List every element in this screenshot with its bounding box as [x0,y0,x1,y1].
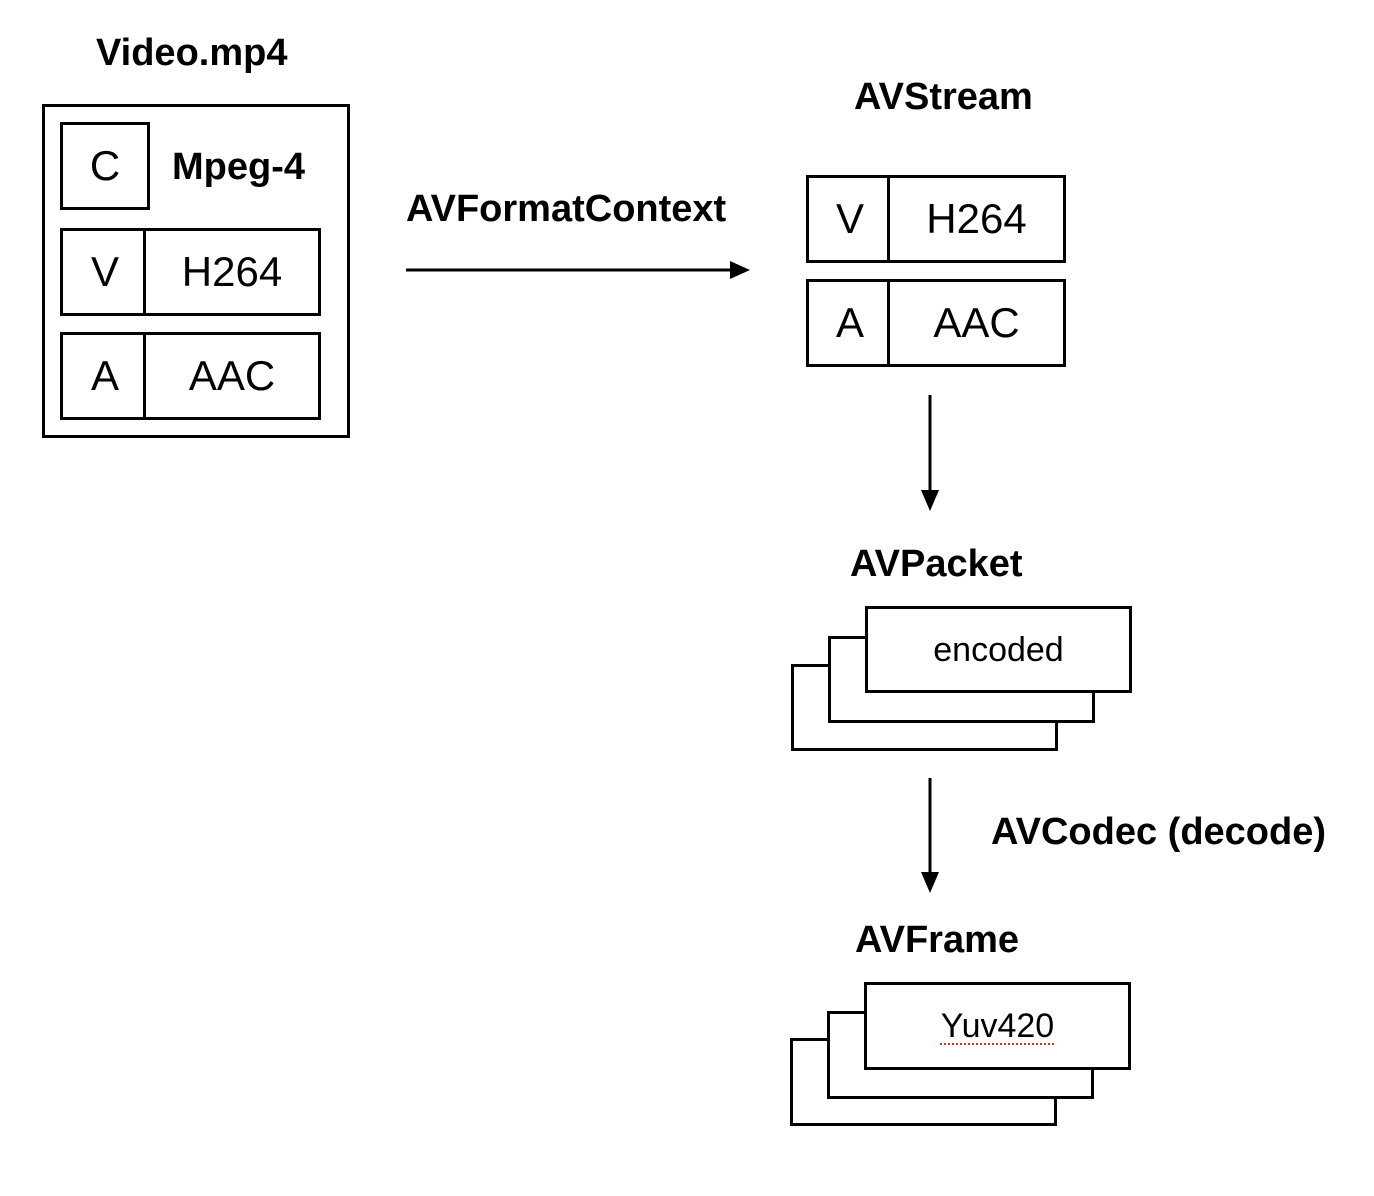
packet-title: AVPacket [850,543,1023,585]
container-track-a-codec: AAC [143,332,321,420]
decode-label: AVCodec (decode) [991,811,1327,853]
decode-arrow [921,778,939,893]
frame-stack-front: Yuv420 [864,982,1131,1070]
stream-title: AVStream [854,76,1033,118]
container-format-name: Mpeg-4 [172,146,305,188]
demux-arrow [406,261,750,279]
container-track-v-codec: H264 [143,228,321,316]
container-track-a-tag: A [60,332,150,420]
frame-content: Yuv420 [940,1007,1055,1045]
stream-track-v-codec: H264 [887,175,1066,263]
container-track-v-tag: V [60,228,150,316]
stream-track-a-codec: AAC [887,279,1066,367]
stream-track-a-tag: A [806,279,894,367]
packet-stack-front: encoded [865,606,1132,693]
stream-to-packet-arrow [921,395,939,511]
demux-label: AVFormatContext [406,188,727,230]
frame-title: AVFrame [855,919,1020,961]
container-title: Video.mp4 [96,32,288,74]
container-format-tag: C [60,122,150,210]
stream-track-v-tag: V [806,175,894,263]
